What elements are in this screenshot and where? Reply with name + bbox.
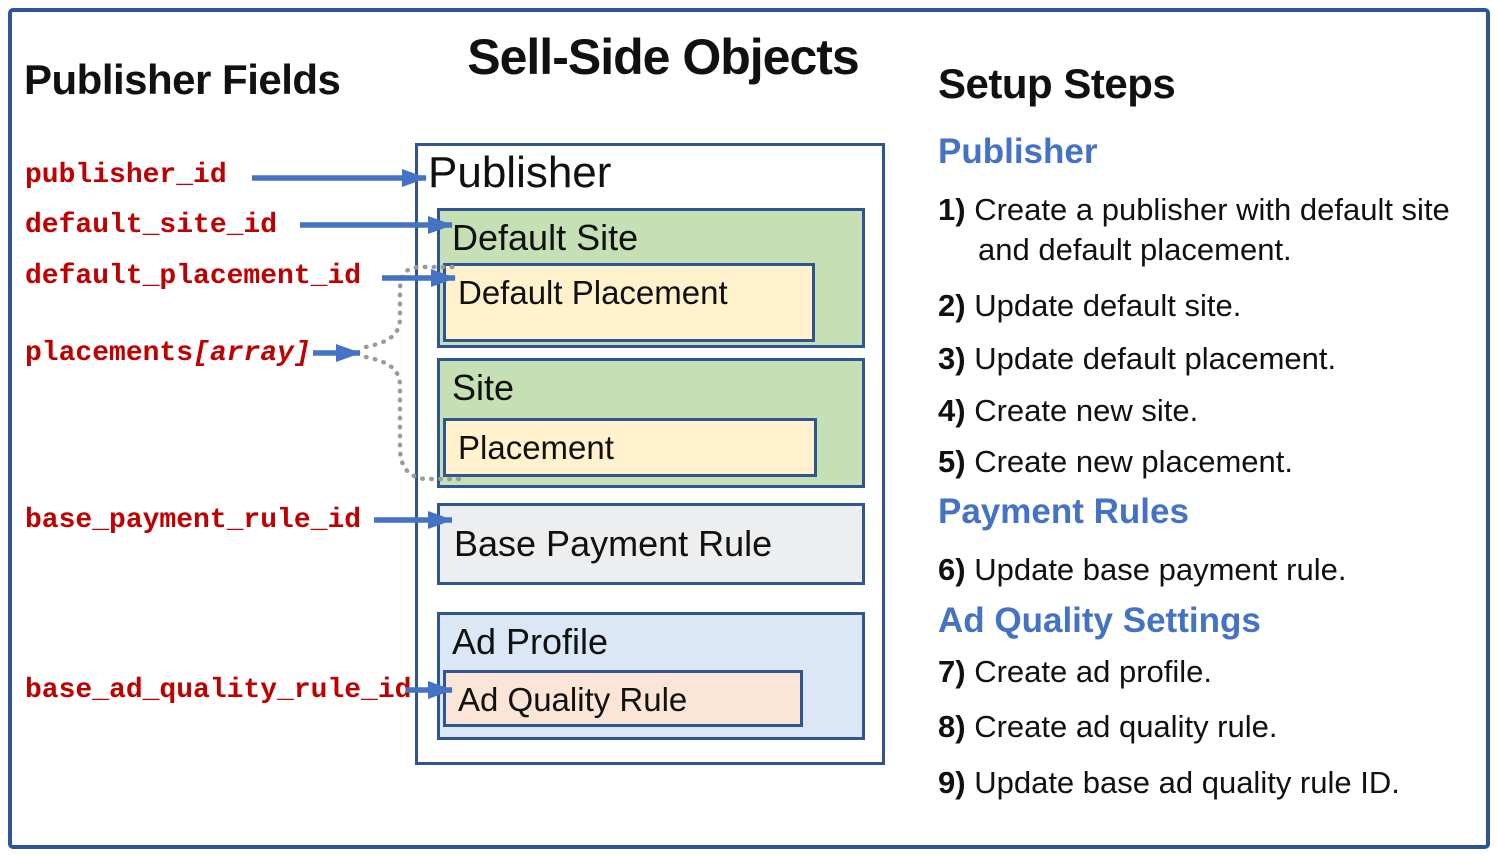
setup-step-8: 8) Create ad quality rule. bbox=[938, 707, 1496, 747]
setup-step-3: 3) Update default placement. bbox=[938, 339, 1496, 379]
step-1-text: Create a publisher with default site and… bbox=[974, 192, 1450, 267]
site-box: Site Placement bbox=[437, 358, 865, 488]
section-heading-publisher: Publisher bbox=[938, 132, 1098, 171]
step-3-text: Update default placement. bbox=[974, 341, 1337, 376]
field-default-site-id: default_site_id bbox=[25, 210, 278, 241]
default-site-label: Default Site bbox=[452, 217, 639, 258]
publisher-fields-title: Publisher Fields bbox=[24, 56, 341, 103]
default-site-box: Default Site Default Placement bbox=[437, 208, 865, 348]
setup-step-5: 5) Create new placement. bbox=[938, 442, 1496, 482]
step-2-number: 2) bbox=[938, 288, 966, 323]
slide-border bbox=[8, 8, 1490, 849]
step-9-text: Update base ad quality rule ID. bbox=[974, 765, 1400, 800]
field-base-payment-rule-id: base_payment_rule_id bbox=[25, 505, 362, 536]
step-7-text: Create ad profile. bbox=[974, 654, 1213, 689]
ad-quality-rule-label: Ad Quality Rule bbox=[458, 681, 688, 718]
publisher-box: Publisher Default Site Default Placement… bbox=[415, 143, 885, 765]
publisher-box-label: Publisher bbox=[428, 148, 612, 197]
step-5-number: 5) bbox=[938, 444, 966, 479]
site-label: Site bbox=[452, 367, 515, 408]
setup-step-6: 6) Update base payment rule. bbox=[938, 550, 1496, 590]
ad-profile-box: Ad Profile Ad Quality Rule bbox=[437, 612, 865, 740]
step-2-text: Update default site. bbox=[974, 288, 1242, 323]
placement-label: Placement bbox=[458, 429, 614, 466]
setup-step-9: 9) Update base ad quality rule ID. bbox=[938, 763, 1496, 803]
setup-step-2: 2) Update default site. bbox=[938, 286, 1496, 326]
step-6-text: Update base payment rule. bbox=[974, 552, 1347, 587]
section-heading-ad-quality-settings: Ad Quality Settings bbox=[938, 601, 1261, 640]
sell-side-objects-title: Sell-Side Objects bbox=[467, 29, 859, 85]
step-4-number: 4) bbox=[938, 393, 966, 428]
placement-box: Placement bbox=[443, 418, 817, 477]
field-default-placement-id: default_placement_id bbox=[25, 261, 362, 292]
default-placement-label: Default Placement bbox=[458, 274, 728, 311]
base-payment-rule-box: Base Payment Rule bbox=[437, 503, 865, 585]
step-1-number: 1) bbox=[938, 192, 966, 227]
setup-step-7: 7) Create ad profile. bbox=[938, 652, 1496, 692]
field-placements-name: placements bbox=[25, 338, 194, 369]
step-8-text: Create ad quality rule. bbox=[974, 709, 1278, 744]
step-3-number: 3) bbox=[938, 341, 966, 376]
field-placements-array-suffix: [array] bbox=[193, 338, 311, 369]
ad-profile-label: Ad Profile bbox=[452, 621, 609, 662]
section-heading-payment-rules: Payment Rules bbox=[938, 492, 1189, 531]
field-publisher-id: publisher_id bbox=[25, 160, 227, 191]
field-placements-array: placements[array] bbox=[25, 338, 311, 369]
step-8-number: 8) bbox=[938, 709, 966, 744]
ad-quality-rule-box: Ad Quality Rule bbox=[443, 670, 803, 727]
base-payment-rule-label: Base Payment Rule bbox=[454, 523, 773, 564]
setup-step-1: 1) Create a publisher with default site … bbox=[938, 190, 1496, 270]
step-4-text: Create new site. bbox=[974, 393, 1199, 428]
step-9-number: 9) bbox=[938, 765, 966, 800]
setup-steps-title: Setup Steps bbox=[938, 60, 1176, 107]
step-6-number: 6) bbox=[938, 552, 966, 587]
step-5-text: Create new placement. bbox=[974, 444, 1293, 479]
field-base-ad-quality-rule-id: base_ad_quality_rule_id bbox=[25, 675, 412, 706]
default-placement-box: Default Placement bbox=[443, 263, 815, 342]
setup-step-4: 4) Create new site. bbox=[938, 391, 1496, 431]
step-7-number: 7) bbox=[938, 654, 966, 689]
